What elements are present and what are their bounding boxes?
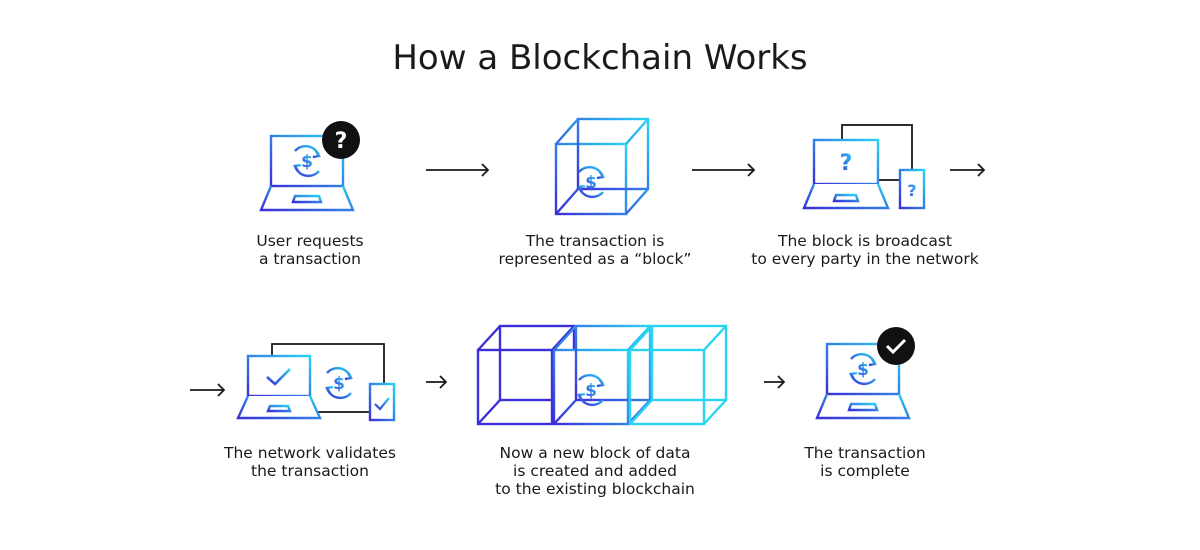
laptop-question-icon: $ ?: [259, 121, 360, 212]
arrow-right-icon: [426, 375, 448, 389]
blockchain-cubes-icon: $: [476, 324, 728, 426]
laptop-check-icon: $: [815, 327, 915, 420]
svg-text:$: $: [585, 381, 597, 401]
device-question-mark: ?: [907, 181, 916, 200]
question-badge: ?: [335, 129, 348, 154]
svg-text:$: $: [333, 374, 345, 394]
page-title: How a Blockchain Works: [392, 38, 808, 78]
svg-text:$: $: [301, 152, 313, 172]
arrow-right-icon: [426, 163, 490, 177]
arrow-right-icon: [190, 383, 226, 397]
network-validate-icon: $: [236, 343, 396, 422]
svg-text:$: $: [585, 173, 597, 193]
arrow-right-icon: [692, 163, 756, 177]
check-badge: [877, 327, 915, 365]
arrow-right-icon: [950, 163, 986, 177]
svg-text:$: $: [857, 360, 869, 380]
arrow-right-icon: [764, 375, 786, 389]
network-devices-icon: ? ?: [802, 124, 926, 210]
cube-block-icon: $: [554, 117, 650, 216]
check-icon: [885, 338, 907, 355]
svg-text:?: ?: [840, 151, 853, 176]
